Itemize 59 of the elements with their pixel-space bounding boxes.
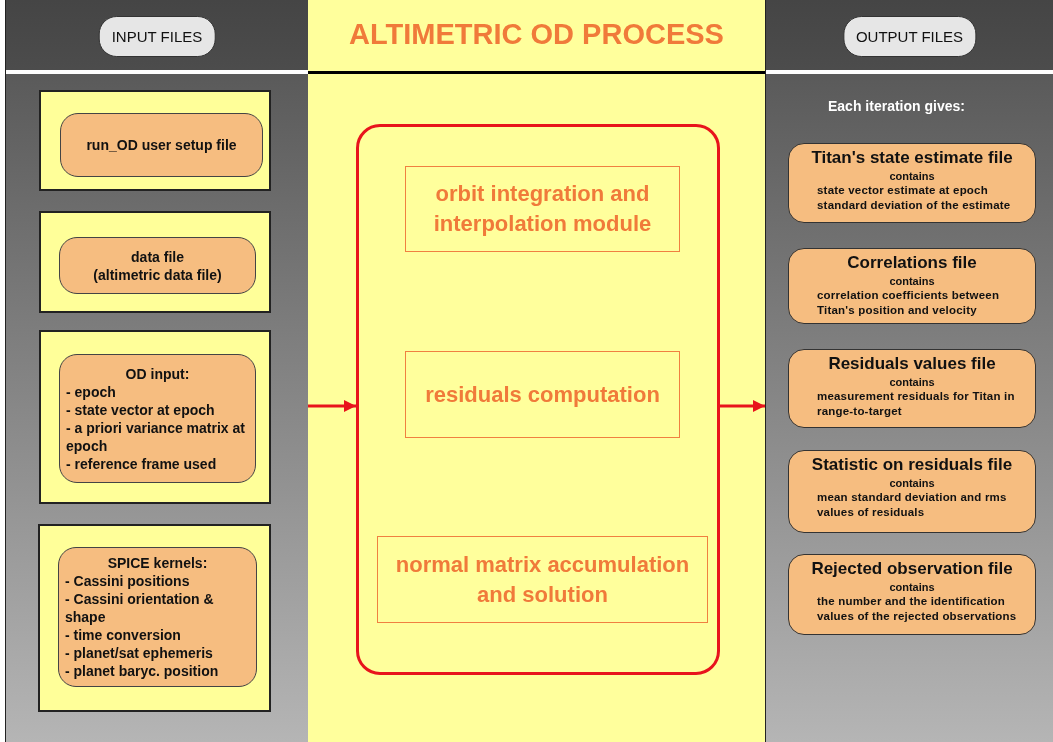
column-title: OUTPUT FILES bbox=[842, 16, 977, 57]
file-card bbox=[38, 524, 271, 712]
module-label: orbit integration and interpolation module bbox=[432, 180, 653, 238]
file-description: standard deviation of the estimate bbox=[816, 198, 1012, 213]
list-item: - Cassini orientation & shape bbox=[65, 590, 215, 626]
list-item: - epoch bbox=[66, 382, 117, 401]
output-file-box bbox=[788, 248, 1036, 324]
box-text: data file bbox=[130, 247, 185, 266]
file-title: Correlations file bbox=[846, 252, 978, 274]
list-item: - a priori variance matrix at epoch bbox=[66, 418, 246, 455]
file-description: mean standard deviation and rms values of residuals bbox=[816, 490, 1008, 520]
file-card bbox=[39, 330, 271, 504]
list-item: - state vector at epoch bbox=[66, 400, 216, 419]
box-subheading: contains bbox=[888, 375, 936, 389]
file-description: measurement residuals for Titan in range-to-target bbox=[816, 389, 1016, 419]
column-panel bbox=[765, 0, 1053, 742]
list-item: - time conversion bbox=[65, 626, 182, 644]
column-panel bbox=[5, 0, 308, 742]
module-box bbox=[377, 536, 708, 623]
file-title: Residuals values file bbox=[827, 353, 997, 375]
diagram-title: ALTIMETRIC OD PROCESS bbox=[348, 18, 725, 51]
module-box bbox=[405, 166, 680, 252]
file-title: Titan's state estimate file bbox=[810, 147, 1014, 169]
list-item: - Cassini positions bbox=[65, 572, 191, 590]
file-title: Rejected observation file bbox=[810, 558, 1014, 580]
module-label: residuals computation bbox=[425, 380, 660, 409]
process-panel bbox=[308, 0, 765, 742]
input-file-box bbox=[60, 113, 263, 177]
file-title: Statistic on residuals file bbox=[810, 454, 1014, 476]
box-subheading: contains bbox=[888, 169, 936, 183]
list-item: - reference frame used bbox=[66, 454, 218, 473]
box-subheading: contains bbox=[888, 476, 936, 490]
file-description: state vector estimate at epoch bbox=[816, 183, 989, 198]
box-subheading: contains bbox=[888, 580, 936, 594]
input-file-box bbox=[59, 237, 256, 294]
box-heading: OD input: bbox=[124, 364, 191, 383]
box-heading: SPICE kernels: bbox=[106, 554, 209, 572]
input-file-box bbox=[58, 547, 257, 687]
box-subheading: contains bbox=[888, 274, 936, 288]
box-text: (altimetric data file) bbox=[92, 265, 223, 284]
file-description: the number and the identification values of the rejected observations bbox=[816, 594, 1018, 624]
module-label: normal matrix accumulation and solution bbox=[394, 550, 691, 609]
output-file-box bbox=[788, 349, 1036, 428]
arrow bbox=[308, 400, 356, 412]
output-file-box bbox=[788, 554, 1036, 635]
arrow bbox=[720, 400, 765, 412]
file-description: correlation coefficients between Titan's position and velocity bbox=[816, 288, 1001, 318]
column-title: INPUT FILES bbox=[98, 16, 216, 57]
output-file-box bbox=[788, 450, 1036, 533]
list-item: - planet/sat ephemeris bbox=[65, 644, 214, 662]
file-card bbox=[39, 90, 271, 191]
output-file-box bbox=[788, 143, 1036, 223]
file-card bbox=[39, 211, 271, 313]
box-text: run_OD user setup file bbox=[85, 136, 238, 154]
process-frame bbox=[356, 124, 720, 675]
module-box bbox=[405, 351, 680, 438]
list-item: - planet baryc. position bbox=[65, 662, 220, 680]
section-note: Each iteration gives: bbox=[828, 98, 965, 114]
input-file-box bbox=[59, 354, 256, 483]
